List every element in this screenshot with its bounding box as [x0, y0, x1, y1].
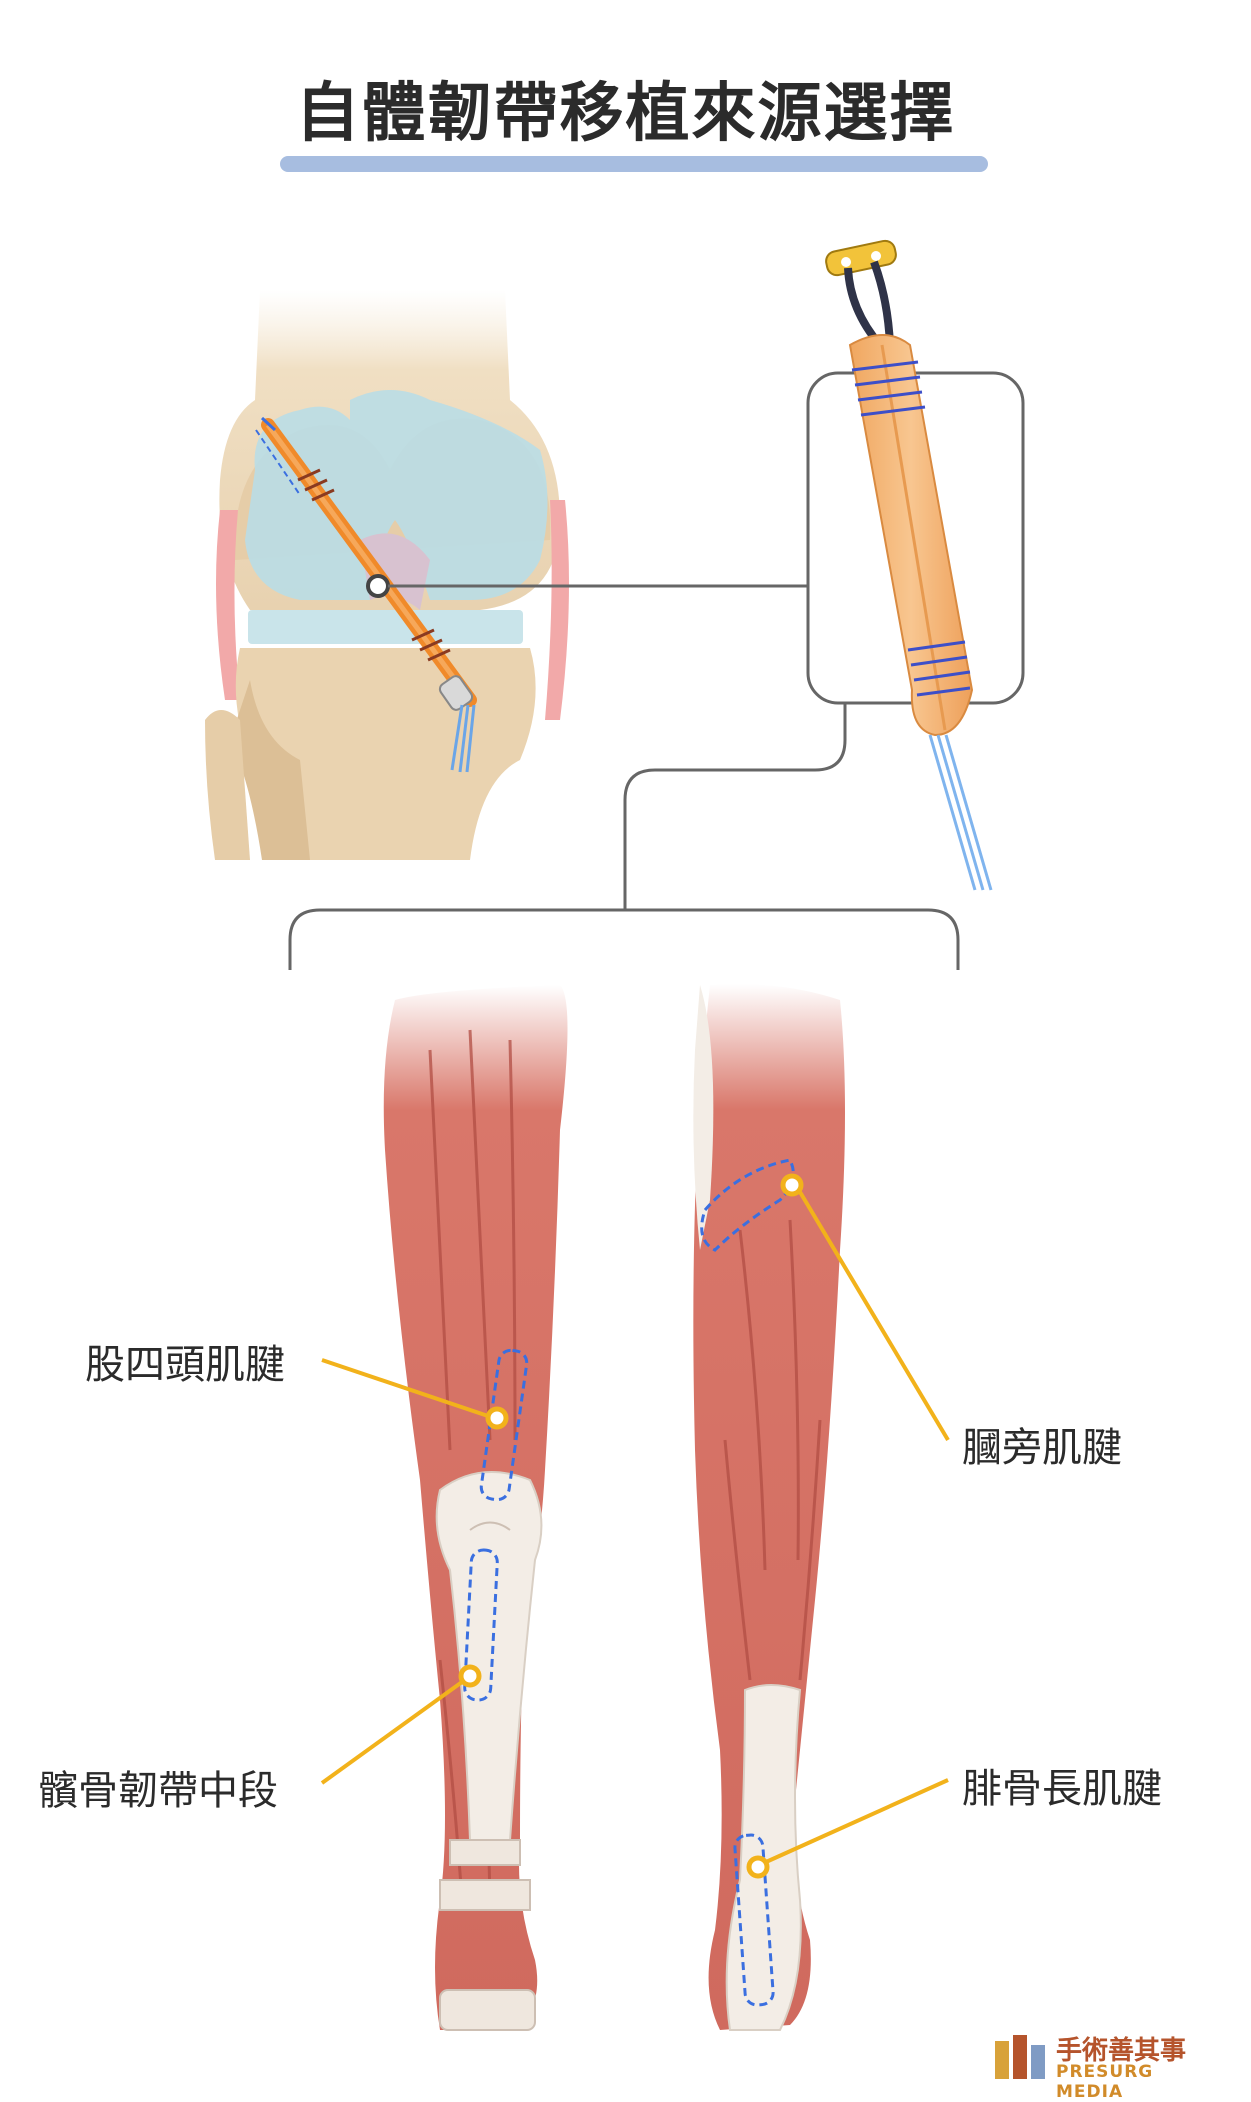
graft-detail-callout	[288, 239, 1025, 970]
knee-joint-illustration	[205, 290, 808, 860]
legs-bracket	[288, 908, 960, 970]
meniscus	[248, 610, 523, 644]
label-hamstring-tendon: 膕旁肌腱	[962, 1425, 1122, 1471]
hamstring-point	[780, 1173, 804, 1197]
label-patellar-tendon: 髕骨韌帶中段	[38, 1768, 278, 1814]
page-title: 自體韌帶移植來源選擇	[295, 77, 956, 151]
tendon-graft	[848, 334, 974, 737]
back-leg-illustration	[693, 984, 950, 2031]
patellar-point	[458, 1664, 482, 1688]
label-peroneus-longus-tendon: 腓骨長肌腱	[962, 1766, 1162, 1812]
title-underline	[280, 156, 988, 172]
back-leg-muscles	[693, 984, 845, 2030]
label-quadriceps-tendon: 股四頭肌腱	[85, 1342, 285, 1388]
peroneus-point	[746, 1855, 770, 1879]
brand-name-en: PRESURG MEDIA	[1056, 2062, 1154, 2102]
quadriceps-point	[485, 1406, 509, 1430]
graft-focus-point	[366, 574, 390, 598]
femoral-cartilage	[245, 390, 548, 600]
patella-tendon	[435, 1471, 543, 1841]
front-leg-illustration	[320, 985, 568, 2031]
brand-logo: 手術善其事 PRESURG MEDIA	[990, 2030, 1220, 2102]
brand-logo-icon	[995, 2035, 1045, 2079]
brand-name-cn: 手術善其事	[1056, 2036, 1187, 2066]
